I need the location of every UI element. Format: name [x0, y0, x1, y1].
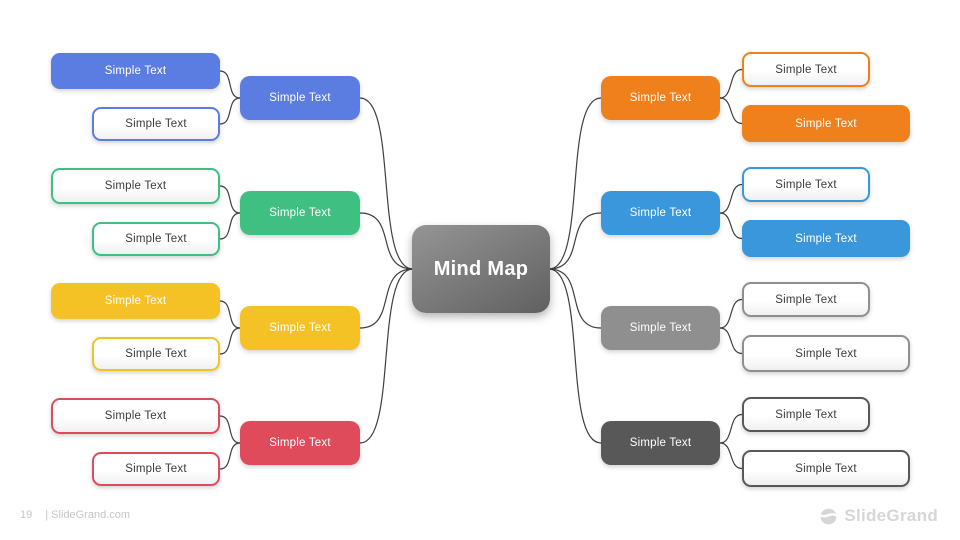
node-label: Simple Text — [775, 408, 837, 421]
connector-curve — [548, 268, 602, 329]
node-label: Simple Text — [795, 462, 857, 475]
node-right-sky-blue-main: Simple Text — [601, 191, 720, 235]
slidegrand-logo: SlideGrand — [819, 506, 938, 526]
node-left-green-child-2: Simple Text — [92, 222, 220, 256]
node-left-yellow-main: Simple Text — [240, 306, 360, 350]
connector-curve — [719, 327, 743, 355]
connector-curve — [548, 268, 602, 444]
brand-name: SlideGrand — [844, 506, 938, 525]
node-label: Simple Text — [269, 322, 331, 334]
node-label: Simple Text — [629, 437, 692, 449]
node-left-yellow-child-2: Simple Text — [92, 337, 220, 371]
connector-curve — [359, 268, 414, 329]
node-left-red-child-1: Simple Text — [51, 398, 220, 434]
node-left-green-child-1: Simple Text — [51, 168, 220, 204]
node-right-sky-blue-child-2: Simple Text — [742, 220, 910, 257]
connector-curve — [219, 212, 241, 240]
footer-site-text: | SlideGrand.com — [45, 509, 131, 521]
node-left-blue-main: Simple Text — [240, 76, 360, 120]
node-right-dark-gray-child-1: Simple Text — [742, 397, 870, 432]
node-right-orange-main: Simple Text — [601, 76, 720, 120]
node-label: Simple Text — [629, 92, 692, 104]
node-label: Simple Text — [775, 178, 837, 191]
connector-curve — [359, 212, 414, 270]
connector-curve — [719, 212, 743, 240]
node-label: Simple Text — [629, 322, 692, 334]
node-label: Simple Text — [125, 118, 187, 130]
node-label: Simple Text — [104, 295, 167, 307]
node-label: Simple Text — [125, 233, 187, 245]
slide-footer: 19 | SlideGrand.com — [20, 509, 130, 521]
node-right-gray-child-1: Simple Text — [742, 282, 870, 317]
node-label: Simple Text — [104, 410, 167, 422]
node-right-dark-gray-main: Simple Text — [601, 421, 720, 465]
node-label: Simple Text — [775, 293, 837, 306]
node-left-yellow-child-1: Simple Text — [51, 283, 220, 319]
node-label: Simple Text — [104, 180, 167, 192]
connector-curve — [359, 97, 414, 270]
connector-curve — [548, 97, 602, 270]
connector-curve — [719, 442, 743, 470]
connector-curve — [219, 185, 241, 214]
node-label: Simple Text — [795, 117, 857, 130]
node-left-blue-child-2: Simple Text — [92, 107, 220, 141]
connector-curve — [219, 97, 241, 125]
node-label: Simple Text — [795, 232, 857, 245]
node-left-green-main: Simple Text — [240, 191, 360, 235]
node-right-gray-child-2: Simple Text — [742, 335, 910, 372]
node-label: Simple Text — [629, 207, 692, 219]
connector-curve — [219, 70, 241, 99]
connector-curve — [219, 327, 241, 355]
mind-map-title: Mind Map — [433, 257, 529, 280]
connector-curve — [219, 442, 241, 470]
node-left-red-child-2: Simple Text — [92, 452, 220, 486]
node-label: Simple Text — [269, 207, 331, 219]
connector-curve — [219, 300, 241, 329]
connector-curve — [719, 183, 743, 214]
node-right-sky-blue-child-1: Simple Text — [742, 167, 870, 202]
connector-curve — [719, 413, 743, 444]
connector-curve — [719, 68, 743, 99]
node-left-red-main: Simple Text — [240, 421, 360, 465]
node-label: Simple Text — [125, 348, 187, 360]
node-label: Simple Text — [775, 63, 837, 76]
node-right-gray-main: Simple Text — [601, 306, 720, 350]
node-label: Simple Text — [269, 437, 331, 449]
page-number: 19 — [20, 509, 33, 521]
slidegrand-globe-icon — [820, 508, 838, 524]
node-label: Simple Text — [125, 463, 187, 475]
node-label: Simple Text — [795, 347, 857, 360]
node-label: Simple Text — [269, 92, 331, 104]
node-right-dark-gray-child-2: Simple Text — [742, 450, 910, 487]
mind-map-center-node: Mind Map — [412, 225, 550, 313]
node-left-blue-child-1: Simple Text — [51, 53, 220, 89]
node-right-orange-child-1: Simple Text — [742, 52, 870, 87]
connector-curve — [219, 415, 241, 444]
connector-curve — [548, 212, 602, 270]
connector-curve — [719, 97, 743, 125]
node-right-orange-child-2: Simple Text — [742, 105, 910, 142]
connector-curve — [719, 298, 743, 329]
node-label: Simple Text — [104, 65, 167, 77]
connector-curve — [359, 268, 414, 444]
